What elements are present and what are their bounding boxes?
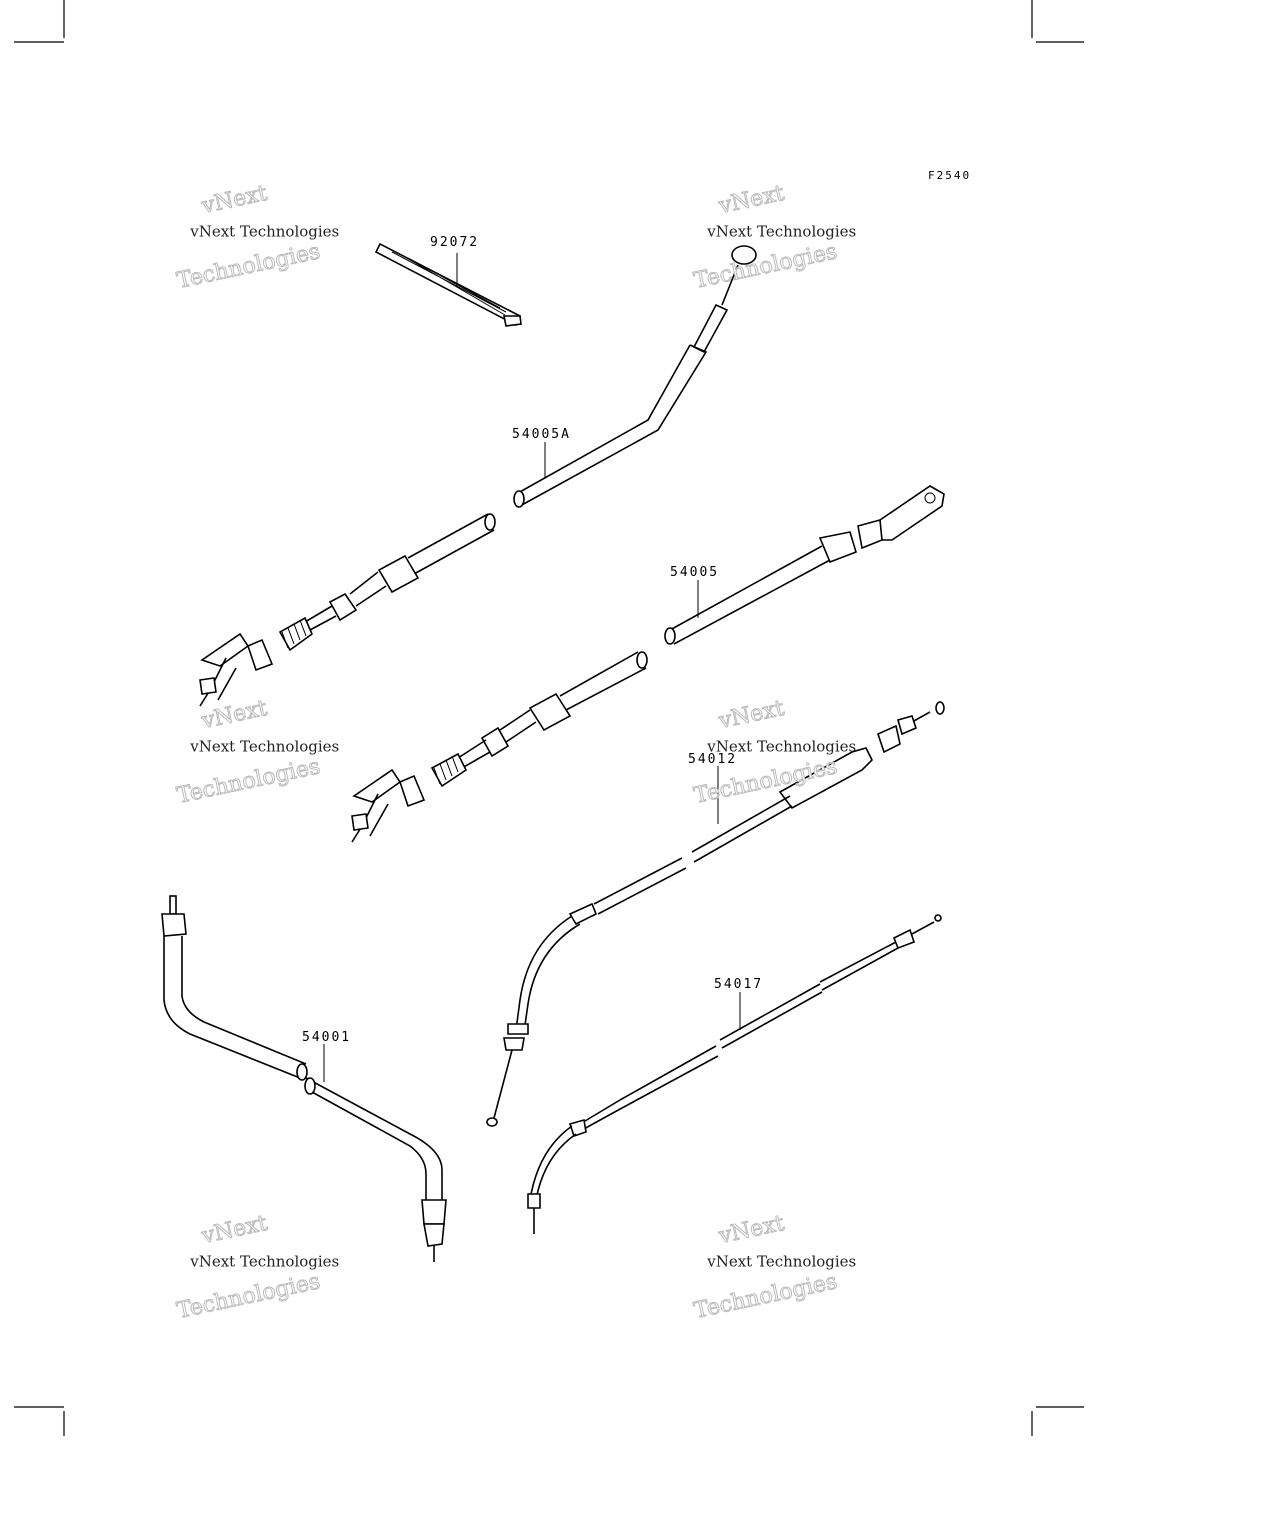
svg-text:vNext: vNext [199, 1211, 270, 1249]
svg-text:vNext: vNext [199, 181, 270, 219]
svg-text:Technologies: Technologies [175, 1269, 323, 1324]
part-label-54001: 54001 [302, 1030, 351, 1045]
svg-text:vNext Technologies: vNext Technologies [706, 738, 856, 756]
svg-text:Technologies: Technologies [175, 754, 323, 809]
crop-marks [14, 0, 1084, 1436]
svg-text:vNext Technologies: vNext Technologies [189, 1253, 339, 1271]
figure-code: F2540 [928, 169, 971, 182]
part-label-92072: 92072 [430, 235, 479, 250]
part-label-54005a: 54005A [512, 427, 571, 442]
svg-text:Technologies: Technologies [692, 239, 840, 294]
cable-tie-92072: 92072 [374, 235, 522, 327]
watermark-mid-right: vNext vNext Technologies Technologies [691, 695, 856, 809]
speedo-cable-54001: 54001 [161, 895, 447, 1262]
watermark-top-left: vNext vNext Technologies Technologies [174, 180, 339, 294]
cable-adjuster-upper [199, 513, 496, 707]
watermark-top-right: vNext vNext Technologies Technologies [691, 180, 856, 294]
watermark-bottom-right: vNext vNext Technologies Technologies [691, 1210, 856, 1324]
svg-text:Technologies: Technologies [692, 1269, 840, 1324]
clutch-cable-54017: 54017 [527, 914, 942, 1234]
part-label-54017: 54017 [714, 977, 763, 992]
svg-text:vNext: vNext [716, 696, 787, 734]
cable-adjuster-lower [351, 651, 648, 843]
throttle-cable-54005a: 54005A [512, 245, 757, 508]
svg-text:vNext Technologies: vNext Technologies [189, 738, 339, 756]
svg-text:Technologies: Technologies [175, 239, 323, 294]
svg-text:vNext: vNext [716, 181, 787, 219]
svg-text:vNext Technologies: vNext Technologies [706, 223, 856, 241]
part-label-54012: 54012 [688, 752, 737, 767]
svg-text:vNext Technologies: vNext Technologies [706, 1253, 856, 1271]
watermark-bottom-left: vNext vNext Technologies Technologies [174, 1210, 339, 1324]
svg-text:vNext Technologies: vNext Technologies [189, 223, 339, 241]
watermark-mid-left: vNext vNext Technologies Technologies [174, 695, 339, 809]
svg-text:vNext: vNext [716, 1211, 787, 1249]
throttle-cable-54005: 54005 [664, 485, 945, 645]
part-label-54005: 54005 [670, 565, 719, 580]
svg-text:vNext: vNext [199, 696, 270, 734]
choke-cable-54012: 54012 [486, 701, 945, 1127]
